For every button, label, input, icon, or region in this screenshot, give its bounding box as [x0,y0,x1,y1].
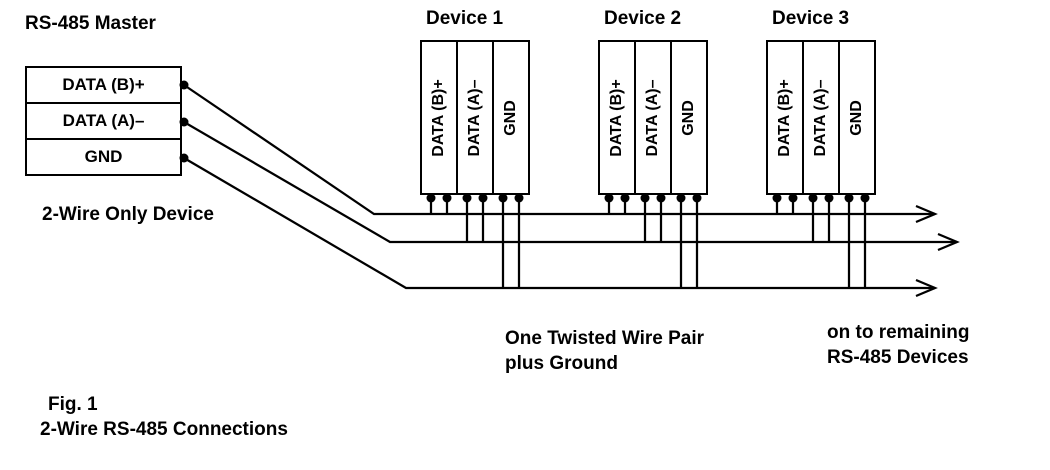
terminal-dot [656,193,666,203]
terminal-dot [514,193,524,203]
device-2-stubs [607,196,699,288]
terminal-dot [640,193,650,203]
arrowhead-data-a-minus [937,232,960,252]
terminal-dot [676,193,686,203]
device-1-terminal-block: DATA (B)+ DATA (A)– GND [420,40,530,195]
arrowhead-gnd [915,278,938,298]
terminal-dot [824,193,834,203]
device-3-terminal-block: DATA (B)+ DATA (A)– GND [766,40,876,195]
device-2-label: Device 2 [604,8,682,29]
bus-note: One Twisted Wire Pair plus Ground [505,326,704,376]
terminal-dot [498,193,508,203]
master-terminal-gnd: GND [27,138,180,174]
device-2-terminal-data-a-minus: DATA (A)– [634,42,670,193]
device-3-terminal-gnd: GND [838,42,874,193]
terminal-dot [179,153,189,163]
arrowhead-data-b-plus [915,204,938,224]
terminal-dot [772,193,782,203]
figure-caption: 2-Wire RS-485 Connections [40,419,288,440]
terminal-dot [692,193,702,203]
continuation-note: on to remaining RS-485 Devices [827,320,970,370]
terminal-dot [620,193,630,203]
terminal-dot [808,193,818,203]
device-3-label: Device 3 [772,8,850,29]
device-1-terminal-gnd: GND [492,42,528,193]
terminal-dot [442,193,452,203]
device-3-terminal-data-a-minus: DATA (A)– [802,42,838,193]
terminal-dot [179,80,189,90]
terminal-dot [844,193,854,203]
terminal-dot [179,117,189,127]
bus-note-line1: One Twisted Wire Pair [505,328,705,349]
device-2-terminal-gnd: GND [670,42,706,193]
bus-note-line2: plus Ground [505,353,618,374]
master-note: 2-Wire Only Device [42,204,214,225]
bus-wires [183,84,960,298]
terminal-dot [478,193,488,203]
device-2-terminal-block: DATA (B)+ DATA (A)– GND [598,40,708,195]
device-1-stubs [429,196,521,288]
wire-data-a-minus [183,121,957,244]
terminal-dot [788,193,798,203]
master-terminal-data-b-plus: DATA (B)+ [62,75,145,94]
continuation-note-line2: RS-485 Devices [827,347,969,368]
device-1-label: Device 1 [426,8,504,29]
terminal-dot [462,193,472,203]
continuation-note-line1: on to remaining [827,322,970,343]
wire-gnd [183,157,935,290]
terminal-dots [179,80,870,203]
master-terminal-block: DATA (B)+ DATA (A)– GND [25,66,182,176]
terminal-dot [604,193,614,203]
terminal-dot [860,193,870,203]
wire-data-b-plus [183,84,935,216]
device-1-terminal-data-a-minus: DATA (A)– [456,42,492,193]
figure-label: Fig. 1 [48,394,98,415]
master-title: RS-485 Master [25,13,156,34]
master-terminal-data-a-minus: DATA (A)– [27,102,180,138]
terminal-dot [426,193,436,203]
